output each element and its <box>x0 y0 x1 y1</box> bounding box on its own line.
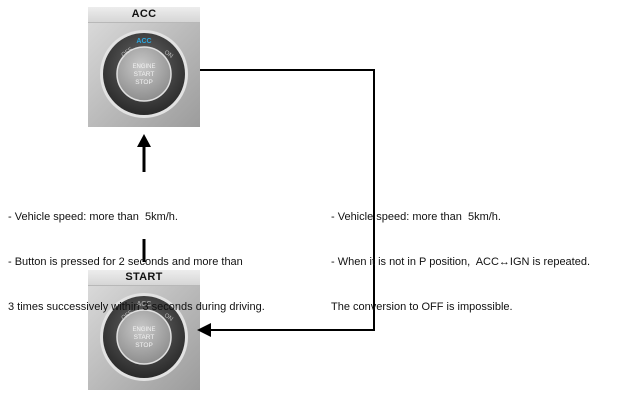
acc-panel-face: OFF ACC ON ENGINE START STOP <box>88 23 200 127</box>
up-arrow-head <box>137 134 151 147</box>
loop-connector-line <box>200 69 375 331</box>
left-condition-text: - Vehicle speed: more than 5km/h. - Butt… <box>8 180 265 330</box>
left-condition-line-1: - Vehicle speed: more than 5km/h. <box>8 211 178 223</box>
left-arrow-head <box>197 323 211 337</box>
button-cap[interactable] <box>116 46 172 102</box>
cap-line-3: STOP <box>135 342 153 349</box>
start-panel-face: OFF ACC ON ENGINE START STOP <box>88 286 200 390</box>
cap-line-2: START <box>134 71 155 78</box>
button-cap[interactable] <box>116 309 172 365</box>
cap-line-1: ENGINE <box>132 327 155 333</box>
right-condition-text: - Vehicle speed: more than 5km/h. - When… <box>331 180 590 330</box>
engine-start-stop-button-acc: OFF ACC ON ENGINE START STOP <box>100 30 188 118</box>
engine-start-stop-button-start: OFF ACC ON ENGINE START STOP <box>100 293 188 381</box>
cap-line-1: ENGINE <box>132 64 155 70</box>
cap-line-2: START <box>134 334 155 341</box>
ring-label-acc: ACC <box>136 38 151 45</box>
ring-label-on: ON <box>163 313 174 323</box>
right-condition-line-3: The conversion to OFF is impossible. <box>331 301 513 313</box>
start-panel-title: START <box>88 270 200 286</box>
right-condition-line-1: - Vehicle speed: more than 5km/h. <box>331 211 501 223</box>
ring-label-off: OFF <box>121 47 135 59</box>
start-button-panel: START OFF ACC ON ENGINE START STOP <box>88 270 200 390</box>
acc-panel-title: ACC <box>88 7 200 23</box>
ring-label-on: ON <box>163 50 174 60</box>
cap-line-3: STOP <box>135 79 153 86</box>
acc-button-panel: ACC OFF ACC ON ENGINE START STOP <box>88 7 200 127</box>
left-condition-line-3: 3 times successively within 3 seconds du… <box>8 301 265 313</box>
ring-label-acc: ACC <box>137 301 152 308</box>
left-condition-line-2: - Button is pressed for 2 seconds and mo… <box>8 256 243 268</box>
ring-label-off: OFF <box>121 310 135 322</box>
right-condition-line-2: - When it is not in P position, ACC↔IGN … <box>331 256 591 268</box>
